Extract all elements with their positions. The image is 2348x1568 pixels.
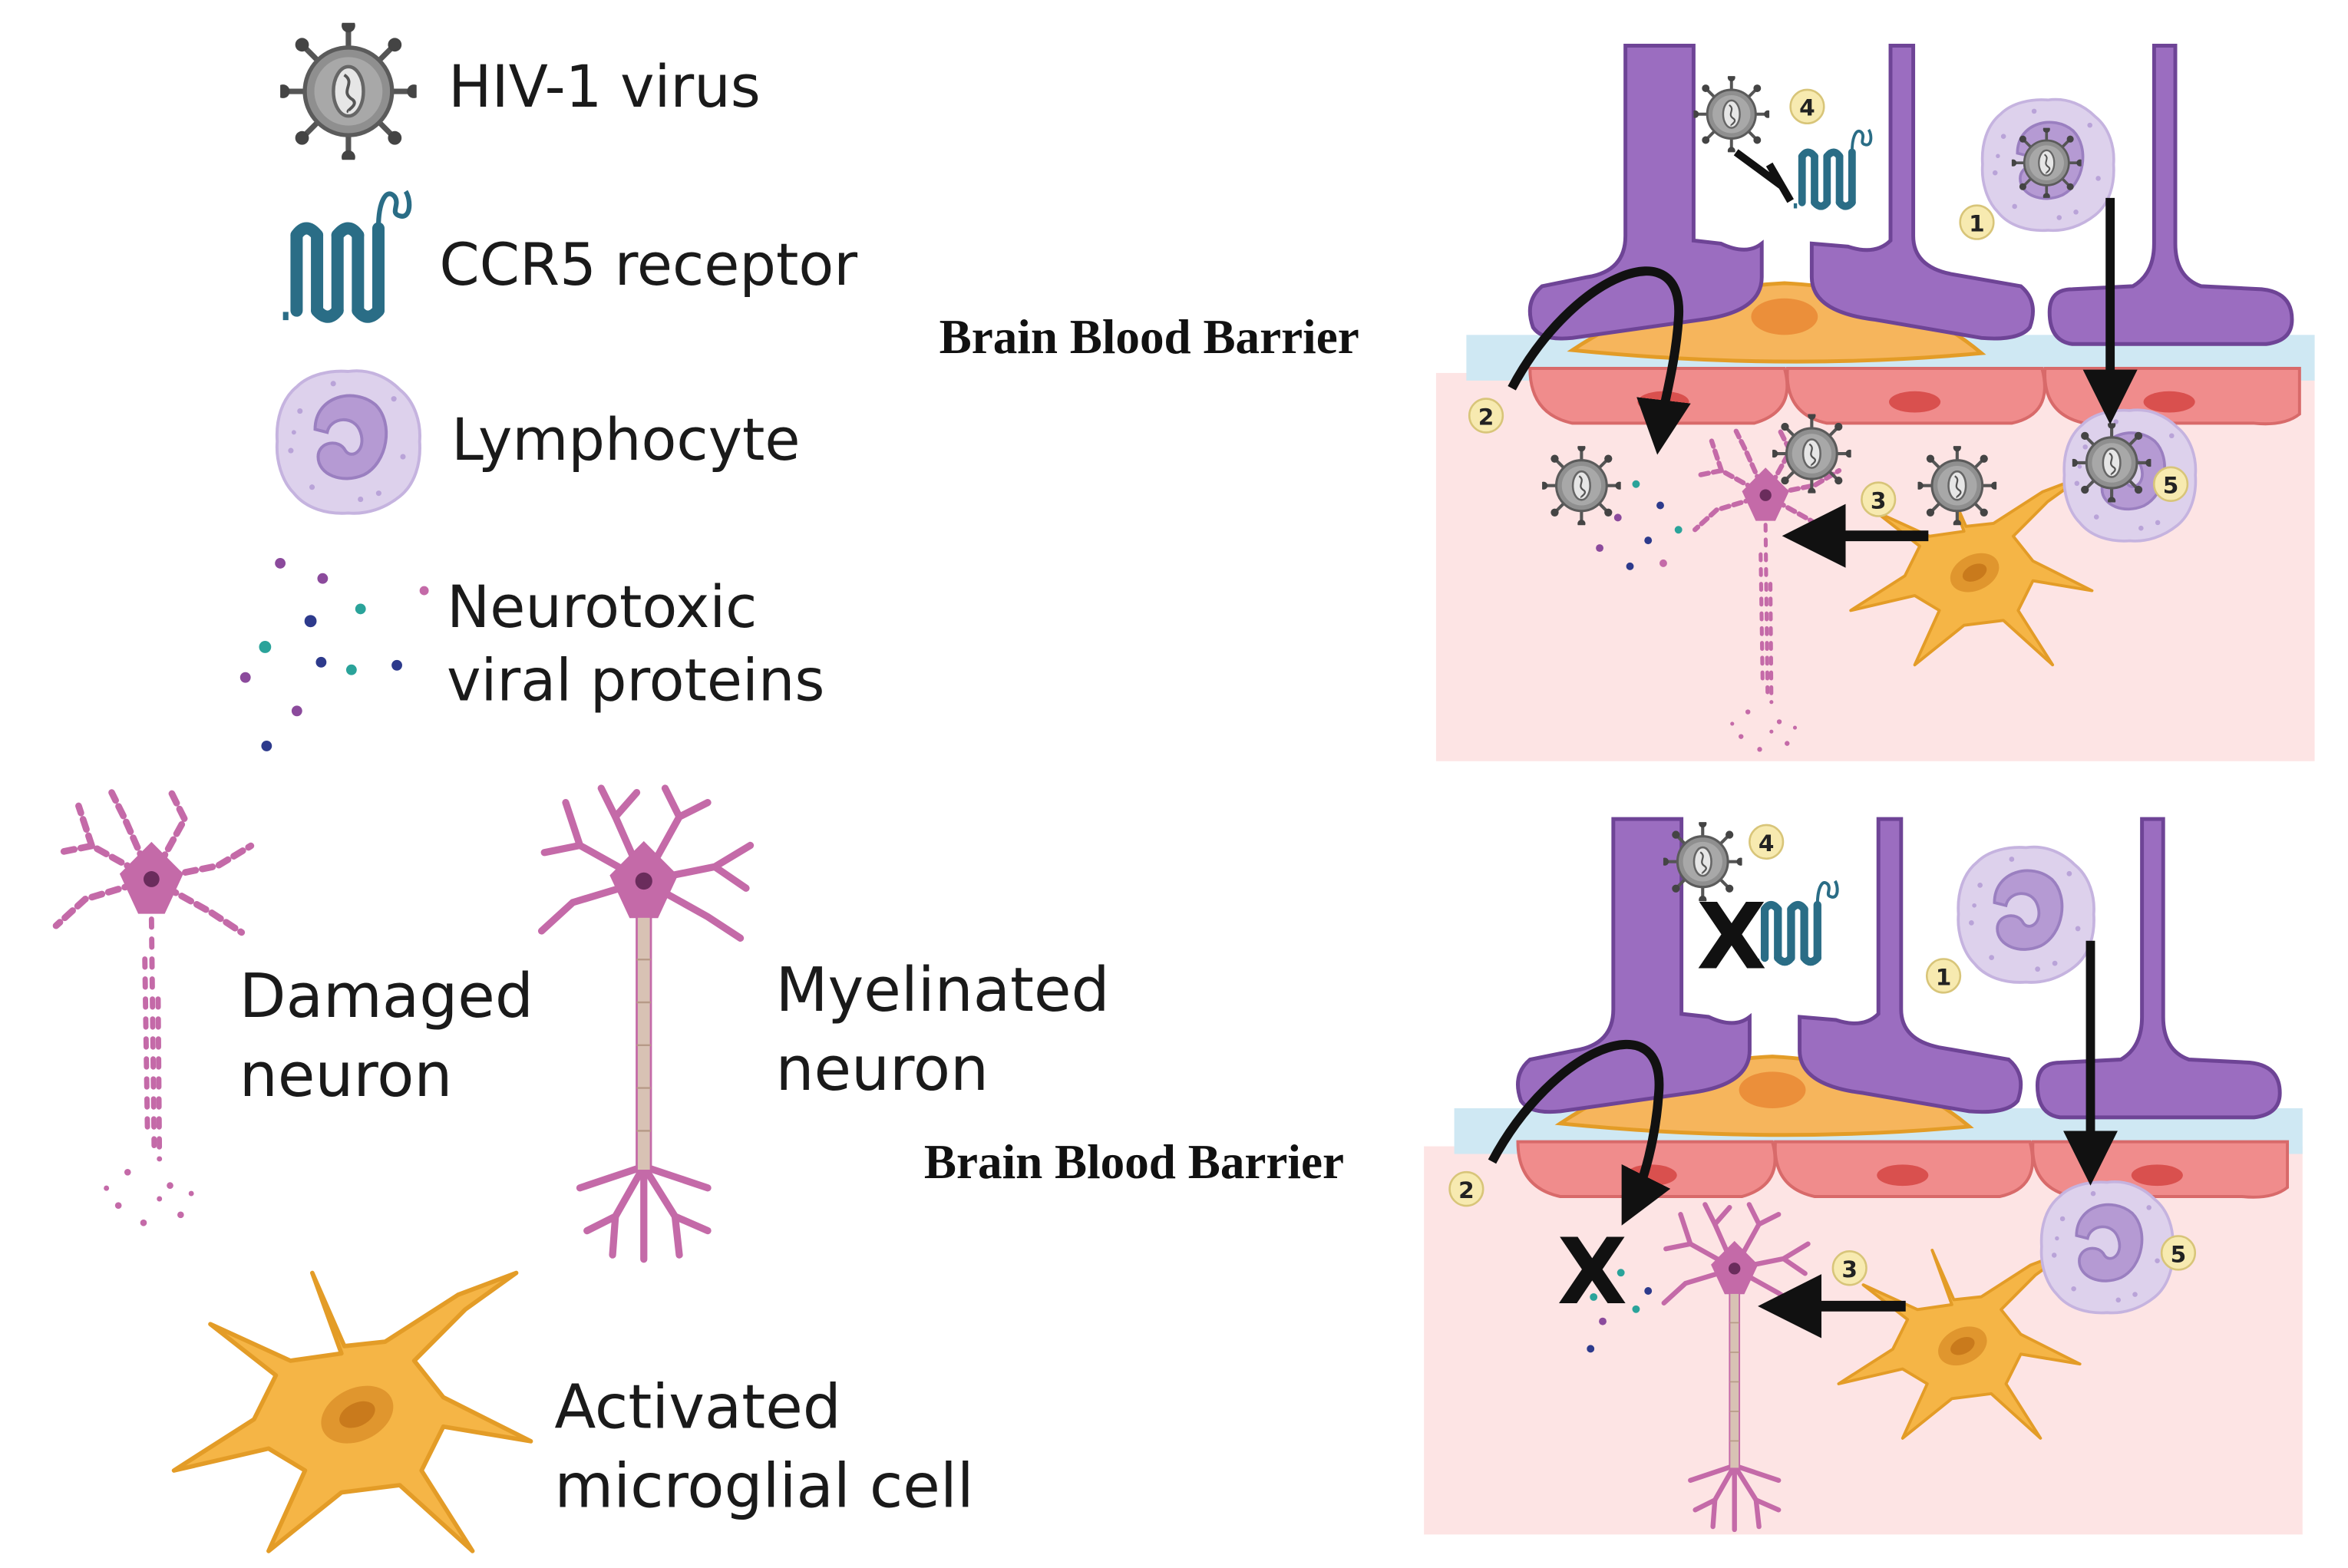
- hiv-virus-icon: [1540, 444, 1623, 527]
- barrier-label-top: Brain Blood Barrier: [940, 310, 1359, 364]
- damaged-neuron-icon: [56, 793, 251, 1226]
- inhibition-mark: [1733, 149, 1794, 203]
- step-3-badge: 3: [1841, 1256, 1858, 1282]
- hiv-virus-label: HIV-1 virus: [448, 53, 761, 120]
- lymphocyte-icon: [275, 369, 421, 515]
- damaged-neuron-label-line1: Damaged: [239, 961, 533, 1032]
- neurotoxic-proteins-icon: [1587, 1269, 1653, 1353]
- hiv-virus-icon: [1693, 76, 1770, 153]
- ccr5-receptor-label: CCR5 receptor: [439, 231, 857, 299]
- top-panel: Brain Blood Barrier 1 2 3 4 5: [940, 46, 2315, 761]
- neurotoxic-proteins-icon: [1596, 480, 1683, 570]
- hiv-virus-icon: [276, 18, 421, 163]
- step-4-badge: 4: [1799, 94, 1815, 121]
- hiv-virus-icon: [1915, 444, 1999, 527]
- block-mark-proteins: X: [1557, 1219, 1627, 1325]
- step-2-badge: 2: [1458, 1177, 1475, 1203]
- myelinated-neuron-icon: [542, 788, 751, 1259]
- hiv-virus-icon: [1770, 411, 1854, 495]
- step-2-badge: 2: [1478, 403, 1494, 430]
- hiv-virus-icon: [2070, 421, 2154, 504]
- step-4-badge: 4: [1759, 830, 1775, 857]
- ccr5-receptor-icon: [286, 191, 409, 320]
- ccr5-receptor-icon: [1795, 130, 1871, 209]
- neurotoxic-label-line1: Neurotoxic: [447, 573, 757, 641]
- microglia-icon: [174, 1273, 531, 1551]
- ccr5-receptor-icon: [1758, 881, 1838, 964]
- barrier-label-bottom: Brain Blood Barrier: [924, 1135, 1344, 1189]
- step-1-badge: 1: [1936, 963, 1952, 990]
- neurotoxic-proteins-icon: [239, 557, 429, 751]
- step-3-badge: 3: [1871, 487, 1887, 513]
- hiv-virus-icon: [2011, 127, 2082, 198]
- lymphocyte-icon: [1957, 845, 2095, 984]
- damaged-neuron-label-line2: neuron: [239, 1040, 453, 1111]
- block-mark-receptor: X: [1696, 883, 1766, 989]
- step-1-badge: 1: [1969, 210, 1985, 236]
- arrow-step-2: [1508, 266, 1691, 455]
- microglia-label-line2: microglial cell: [554, 1451, 973, 1521]
- lymphocyte-label: Lymphocyte: [451, 406, 800, 474]
- arrow-step-2: [1488, 1039, 1671, 1226]
- microglia-label-line1: Activated: [554, 1372, 841, 1442]
- myelinated-neuron-label-line2: neuron: [775, 1034, 989, 1104]
- lymphocyte-icon: [2039, 1180, 2175, 1315]
- neurotoxic-label-line2: viral proteins: [447, 646, 824, 714]
- myelinated-neuron-label-line1: Myelinated: [775, 955, 1109, 1025]
- step-5-badge: 5: [2171, 1240, 2187, 1267]
- legend: HIV-1 virus CCR5 receptor Lymphocyte Neu…: [56, 18, 1110, 1550]
- bottom-panel: X X Brain Blood Barrier 1 2 3 4 5: [924, 819, 2303, 1534]
- step-5-badge: 5: [2163, 472, 2179, 499]
